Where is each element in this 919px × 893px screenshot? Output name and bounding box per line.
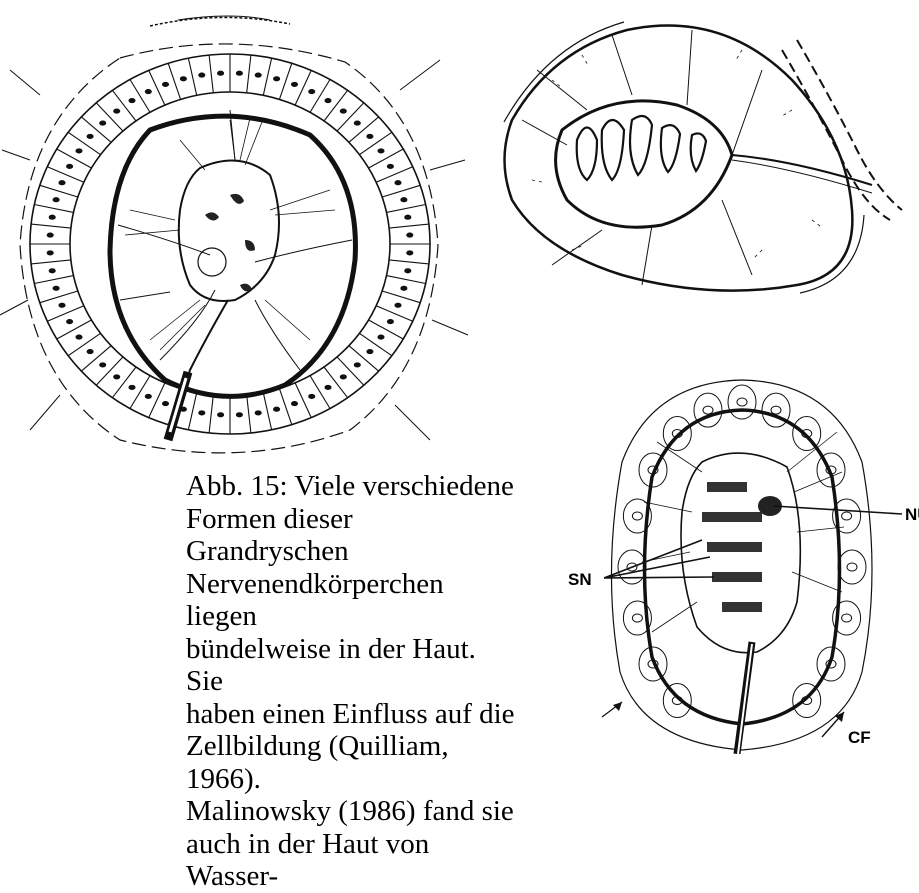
figure-caption: Abb. 15: Viele verschiedene Formen diese… bbox=[186, 470, 516, 893]
label-sn: SN bbox=[568, 570, 592, 590]
figure-page: Abb. 15: Viele verschiedene Formen diese… bbox=[0, 0, 919, 754]
corpuscle-drawing-oval bbox=[492, 10, 912, 300]
label-nu: NU bbox=[905, 505, 919, 525]
corpuscle-drawing-labelled bbox=[582, 372, 919, 754]
corpuscle-drawing-round bbox=[0, 0, 470, 470]
label-cf: CF bbox=[848, 728, 871, 748]
